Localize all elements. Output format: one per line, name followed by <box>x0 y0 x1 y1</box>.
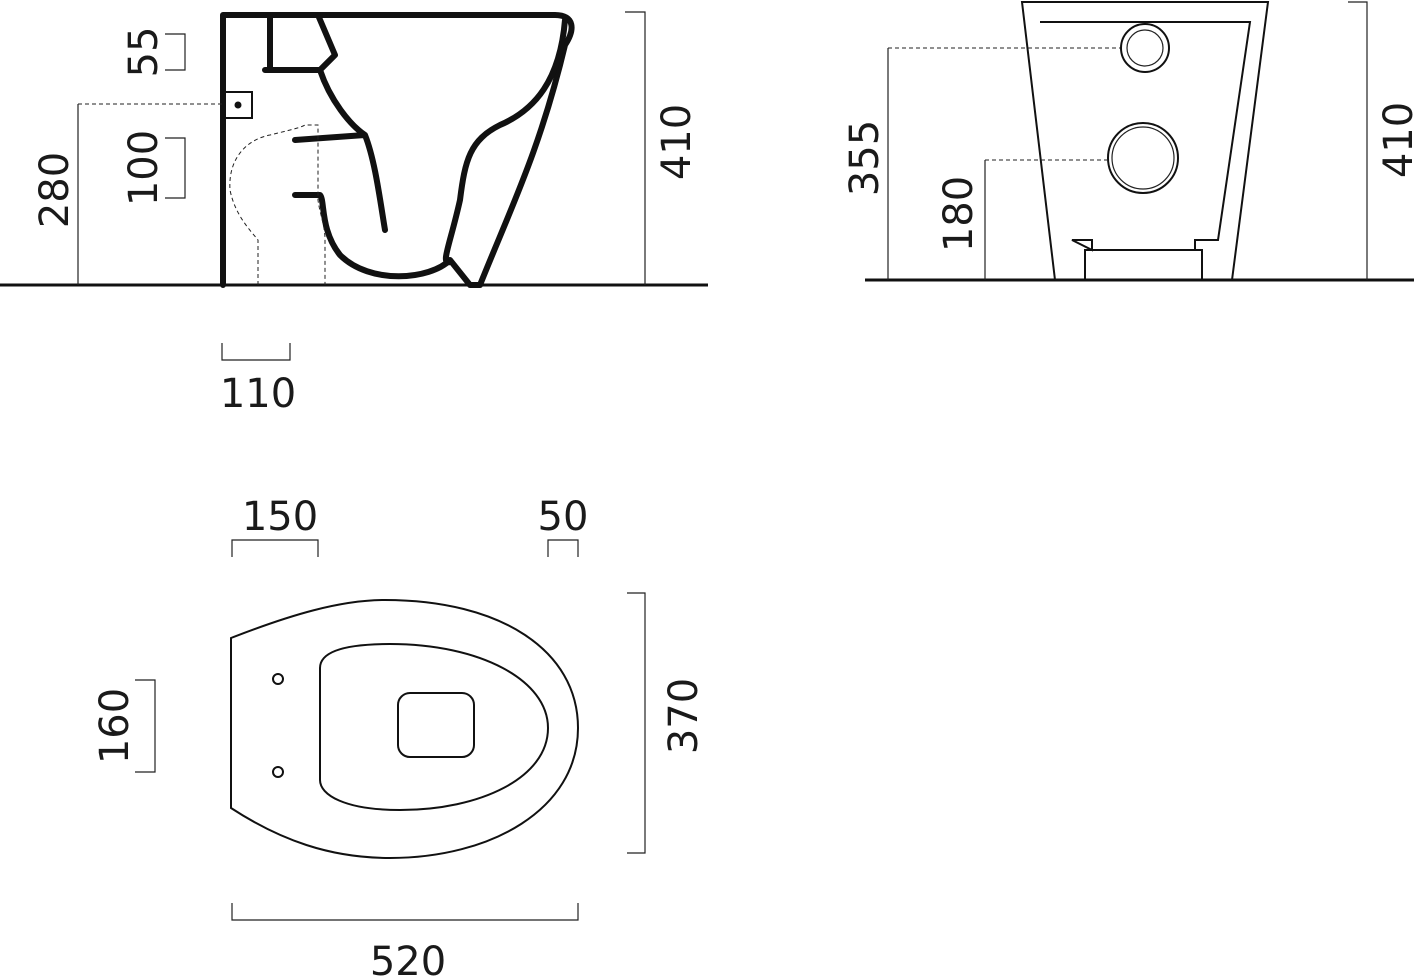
fixing-box <box>223 91 253 119</box>
dim-55-label: 55 <box>121 27 167 78</box>
dim-55-bracket <box>165 33 186 71</box>
dim-520-bracket <box>231 903 579 921</box>
front-view: 355 180 410 <box>842 1 1414 282</box>
dim-160-label: 160 <box>92 688 138 764</box>
trap <box>292 67 388 233</box>
body-outer <box>1020 1 1270 281</box>
dim-50-bracket <box>547 539 579 557</box>
dim-110-label: 110 <box>220 371 296 417</box>
dim-110-bracket <box>221 343 291 361</box>
body-inner <box>1040 21 1252 252</box>
dim-355-label: 355 <box>842 120 888 196</box>
dim-50-label: 50 <box>538 494 589 540</box>
dim-410-label: 410 <box>654 104 700 180</box>
bowl-inner <box>442 17 568 266</box>
inlet-hole-outer <box>1120 23 1170 73</box>
flush-inlet <box>262 12 338 73</box>
dim-410-label: 410 <box>1376 102 1414 178</box>
outlet-hole-inner <box>1111 126 1175 190</box>
fixing-point <box>234 101 242 109</box>
bowl-outer <box>255 12 575 288</box>
dim-150-label: 150 <box>242 494 318 540</box>
dim-520-label: 520 <box>370 939 446 978</box>
dim-100-bracket <box>165 137 186 199</box>
dim-370-label: 370 <box>661 678 707 754</box>
dim-280-label: 280 <box>32 152 78 228</box>
seat-fixing-hole <box>272 673 284 685</box>
dim-160-bracket <box>135 679 156 773</box>
dim-410-line <box>1348 1 1368 280</box>
bowl-opening <box>319 642 550 812</box>
dim-100-label: 100 <box>121 130 167 206</box>
waste-pipe-dashed <box>229 124 326 285</box>
outlet-hole-outer <box>1107 122 1179 194</box>
dim-370-bracket <box>627 592 646 854</box>
bowl-outline <box>230 598 580 860</box>
dim-410-line <box>625 11 646 285</box>
dim-180-label: 180 <box>936 176 982 252</box>
inlet-hole-inner <box>1126 29 1164 67</box>
seat-fixing-hole <box>272 766 284 778</box>
dim-150-bracket <box>231 539 319 557</box>
top-view: 150 50 160 370 520 <box>92 494 707 978</box>
outlet-opening <box>397 692 475 758</box>
side-view: 55 100 280 410 110 <box>0 11 708 417</box>
